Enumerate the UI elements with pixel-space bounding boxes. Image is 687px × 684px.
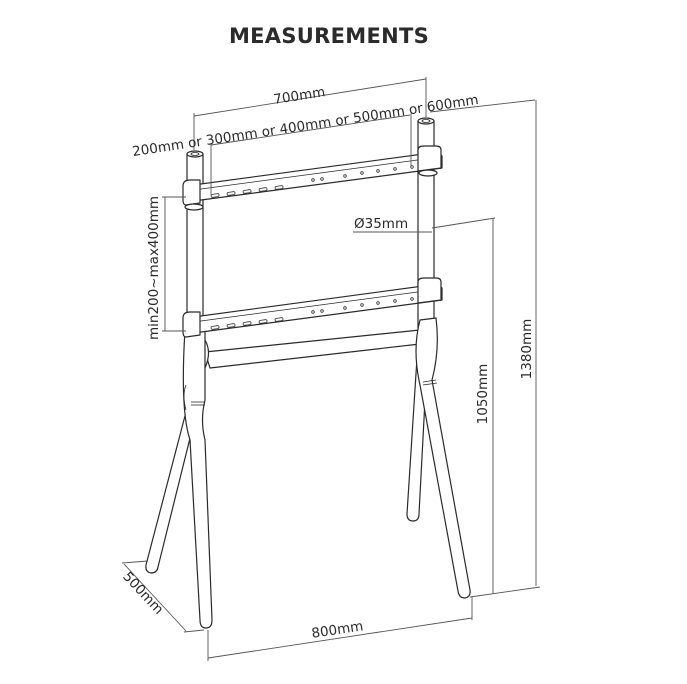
label-bracket-height: 1050mm (475, 364, 491, 425)
lower-vesa-bracket (182, 277, 443, 338)
label-total-height: 1380mm (519, 319, 535, 380)
label-depth: 500mm (119, 569, 166, 618)
label-top-width: 700mm (272, 84, 326, 108)
label-bracket-spacing: min200~max400mm (146, 196, 162, 340)
front-right-leg (415, 317, 471, 599)
dimension-lines (121, 77, 541, 661)
upper-vesa-bracket (182, 145, 443, 211)
tv-stand-drawing (145, 117, 471, 629)
diagram-title: MEASUREMENTS (229, 24, 429, 48)
rear-left-leg (145, 411, 197, 574)
lower-frame-bar (197, 329, 421, 373)
label-base-width: 800mm (310, 618, 364, 642)
front-left-leg (182, 329, 213, 629)
label-pole-diameter: Ø35mm (354, 216, 408, 232)
